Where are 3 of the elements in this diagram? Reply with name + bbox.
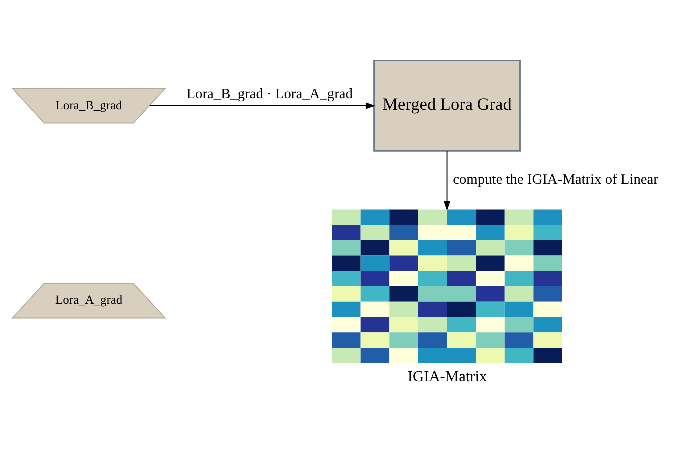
edge-label: compute the IGIA-Matrix of Linear [453, 172, 658, 188]
edge-label: Lora_B_grad · Lora_A_grad [186, 86, 353, 102]
node-label: IGIA-Matrix [408, 368, 488, 386]
